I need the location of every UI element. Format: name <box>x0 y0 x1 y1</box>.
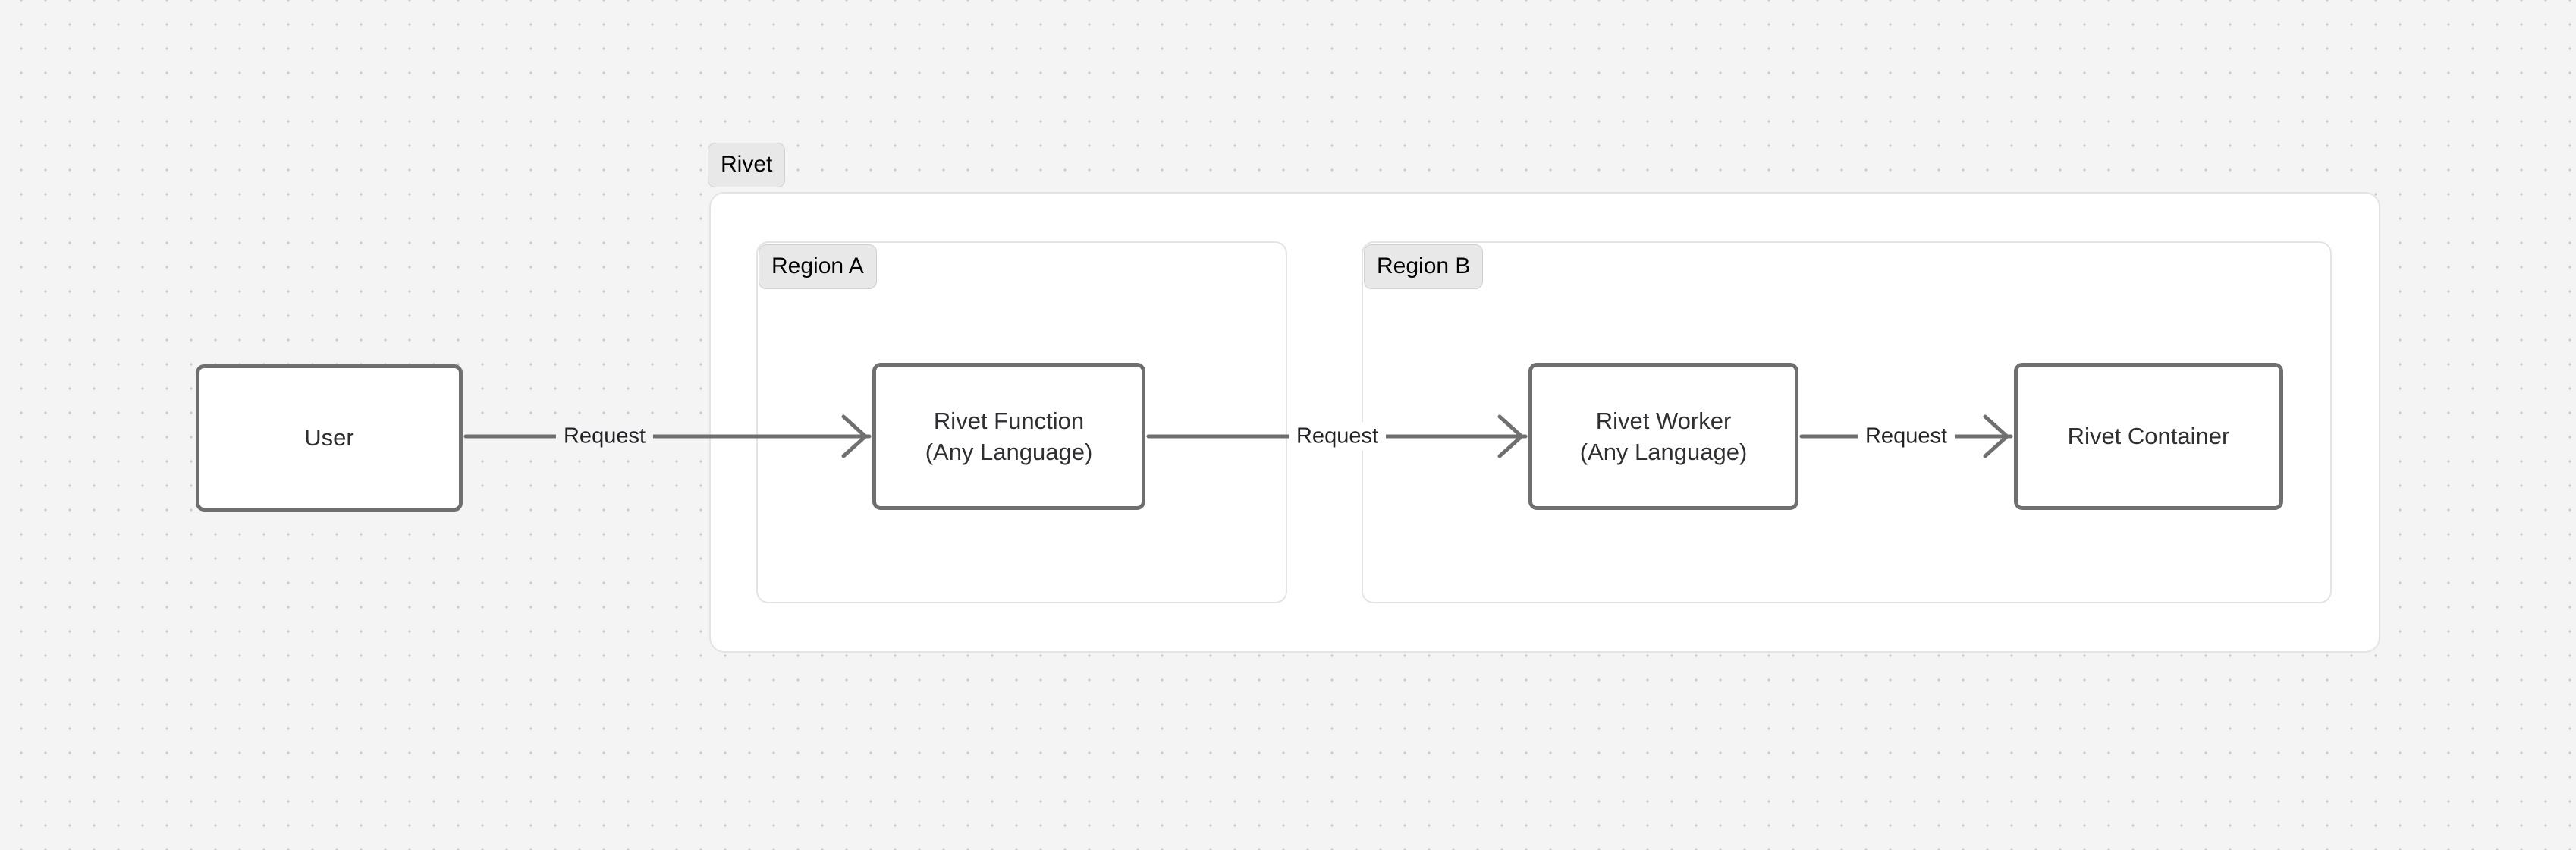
node-rivet-worker[interactable]: Rivet Worker (Any Language) <box>1528 363 1798 510</box>
node-user[interactable]: User <box>196 364 463 512</box>
group-label-region-b: Region B <box>1364 244 1484 289</box>
node-rivet-function-subtitle: (Any Language) <box>925 439 1093 465</box>
edge-label-rivet-function-to-rivet-worker: Request <box>1288 422 1387 451</box>
group-label-region-a: Region A <box>759 244 877 289</box>
edge-label-rivet-worker-to-rivet-container: Request <box>1857 422 1956 451</box>
node-rivet-container[interactable]: Rivet Container <box>2014 363 2283 510</box>
node-rivet-function-title: Rivet Function <box>933 407 1085 434</box>
node-rivet-container-title: Rivet Container <box>2067 423 2230 450</box>
node-rivet-worker-subtitle: (Any Language) <box>1579 439 1748 465</box>
node-rivet-function[interactable]: Rivet Function (Any Language) <box>872 363 1145 510</box>
edge-label-user-to-rivet-function: Request <box>555 422 654 451</box>
group-label-rivet: Rivet <box>708 143 786 187</box>
node-user-title: User <box>304 424 354 452</box>
node-rivet-worker-title: Rivet Worker <box>1595 407 1732 434</box>
